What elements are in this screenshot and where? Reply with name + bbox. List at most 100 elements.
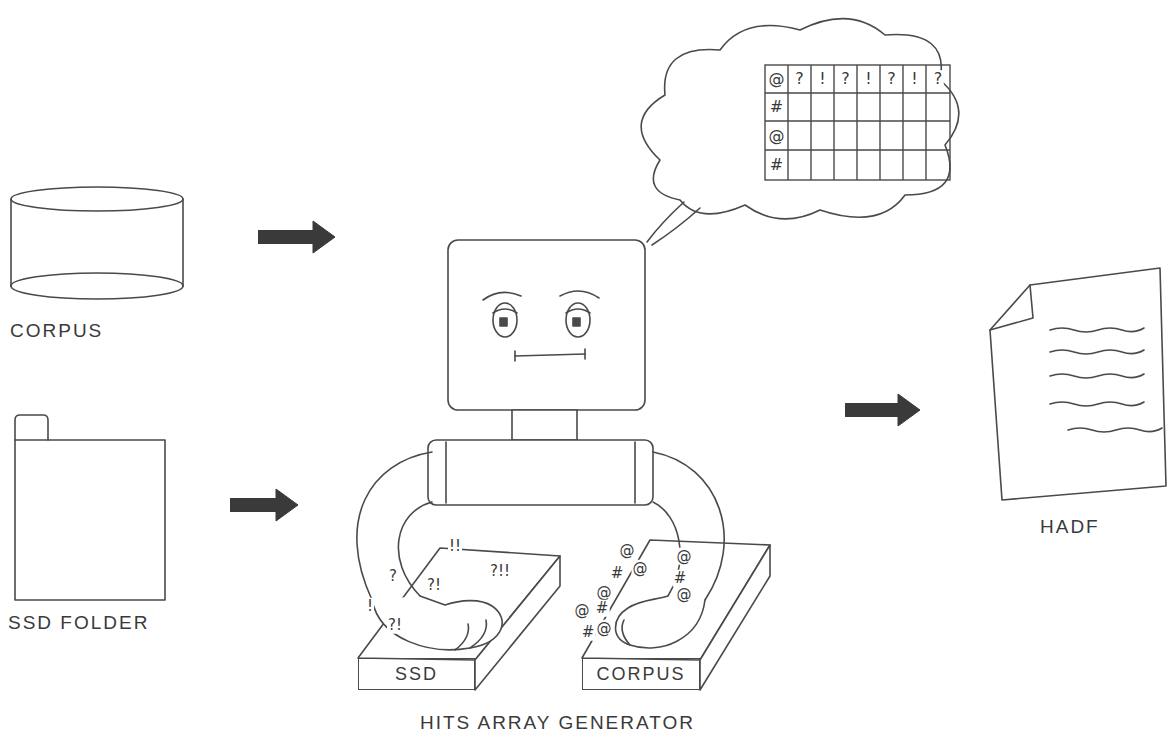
robot-figure-part xyxy=(616,596,706,648)
table-cell: ! xyxy=(910,70,918,88)
table-cell: ? xyxy=(886,70,897,88)
corpus-box-body xyxy=(582,540,770,690)
corpus-cylinder-stroke xyxy=(11,286,183,299)
scatter-symbol: # xyxy=(673,570,688,587)
corpus-cylinder-stroke xyxy=(11,273,183,286)
scatter-symbol: @ xyxy=(676,548,693,565)
robot-figure-part xyxy=(372,596,502,650)
robot-figure-part xyxy=(560,291,599,298)
scatter-symbol: ?! xyxy=(387,617,403,634)
corpus-cylinder-stroke xyxy=(10,199,12,286)
box-label: SSD xyxy=(395,664,438,685)
arrow-shaft xyxy=(780,403,988,417)
table-cell: # xyxy=(769,98,784,116)
corpus-cylinder: CORPUS xyxy=(8,185,186,300)
robot-figure-part xyxy=(653,452,724,600)
ssd-box: SSD xyxy=(358,658,475,690)
symbol-table-part xyxy=(765,65,950,180)
robot-figure-part xyxy=(515,354,585,356)
arrow-shaft xyxy=(165,498,335,512)
robot-figure-part xyxy=(622,620,630,645)
corpus-box: CORPUS xyxy=(582,658,700,690)
robot-figure-part xyxy=(634,442,636,503)
table-cell: @ xyxy=(768,70,786,88)
symbol-table xyxy=(765,65,950,180)
robot-figure-part xyxy=(448,240,645,410)
symbol-table-part xyxy=(765,93,950,150)
robot-figure-part xyxy=(493,303,517,337)
corpus-cylinder-stroke xyxy=(182,199,184,286)
robot-figure-part xyxy=(500,318,507,326)
flow-arrow xyxy=(165,489,335,521)
robot-figure-part xyxy=(470,620,486,648)
hadf-document-stroke xyxy=(1050,374,1144,378)
corpus-cylinder-stroke xyxy=(11,187,183,211)
thought-cloud xyxy=(641,19,959,245)
scatter-symbol: @ xyxy=(596,584,613,601)
arrow-head xyxy=(313,221,335,253)
ssd-folder-stroke xyxy=(15,415,165,600)
flow-arrow xyxy=(780,394,988,426)
scatter-symbol: ! xyxy=(366,598,374,615)
table-cell: ! xyxy=(818,70,826,88)
hadf-document-lines xyxy=(990,268,1166,500)
scatter-symbol: ?! xyxy=(426,577,442,594)
ssd-folder-stroke xyxy=(15,439,48,441)
robot-figure-part xyxy=(483,292,521,300)
table-cell: ! xyxy=(864,70,872,88)
scatter-symbol: # xyxy=(581,624,596,641)
robot-figure-part xyxy=(514,351,516,361)
scatter-symbol: @ xyxy=(596,620,613,637)
ssd-folder-lines xyxy=(15,415,165,600)
scatter-symbol: @ xyxy=(574,602,591,619)
robot-figure-part xyxy=(455,624,468,650)
scatter-symbol: @ xyxy=(619,542,636,559)
ssd-box-body xyxy=(358,548,560,690)
robot-figure-part xyxy=(573,318,580,326)
scatter-symbol: ?!! xyxy=(489,563,511,580)
corpus-box-body-part xyxy=(700,545,770,690)
robot-figure-part xyxy=(428,440,653,505)
hadf-document-stroke xyxy=(1068,428,1162,432)
arrow-head xyxy=(276,489,298,521)
hadf-document: HADF xyxy=(988,266,1170,502)
hadf-document-stroke xyxy=(1050,350,1144,354)
scatter-symbol: @ xyxy=(676,586,693,603)
scatter-symbol: @ xyxy=(632,560,649,577)
robot-figure-part xyxy=(566,303,590,337)
symbol-table-part xyxy=(788,65,926,180)
corpus-cylinder-lines xyxy=(11,187,183,299)
node-heading: HITS ARRAY GENERATOR xyxy=(420,712,695,734)
flow-arrow xyxy=(186,221,335,253)
hadf-document-stroke xyxy=(990,285,1033,330)
hadf-document-stroke xyxy=(1050,402,1144,406)
box-label: CORPUS xyxy=(596,664,685,685)
robot-figure-part xyxy=(566,309,590,313)
scatter-symbol: ? xyxy=(388,568,398,585)
thought-cloud-part xyxy=(652,208,700,245)
robot-figure-part xyxy=(584,349,586,359)
scatter-symbol: # xyxy=(595,600,610,617)
arrow-head xyxy=(898,394,920,426)
table-cell: # xyxy=(769,156,784,174)
robot-figure-part xyxy=(512,410,577,440)
hadf-document-stroke xyxy=(990,268,1166,500)
table-cell: ? xyxy=(794,70,805,88)
table-cell: ? xyxy=(933,70,944,88)
table-cell: @ xyxy=(768,127,786,145)
node-heading: CORPUS xyxy=(10,320,103,342)
thought-cloud-part xyxy=(641,19,959,219)
node-heading: HADF xyxy=(1040,516,1100,538)
table-cell: ? xyxy=(840,70,851,88)
robot-figure-part xyxy=(445,442,447,503)
hadf-document-stroke xyxy=(1050,328,1144,332)
robot-figure-part xyxy=(357,452,432,600)
ssd-folder-outline xyxy=(15,415,165,600)
corpus-cylinder-outline xyxy=(8,185,186,300)
scatter-symbol: # xyxy=(610,565,625,582)
hadf-document-outline xyxy=(988,266,1170,502)
scatter-symbol: !! xyxy=(448,538,462,555)
robot-figure-part xyxy=(493,309,517,313)
robot-figure xyxy=(357,240,724,650)
